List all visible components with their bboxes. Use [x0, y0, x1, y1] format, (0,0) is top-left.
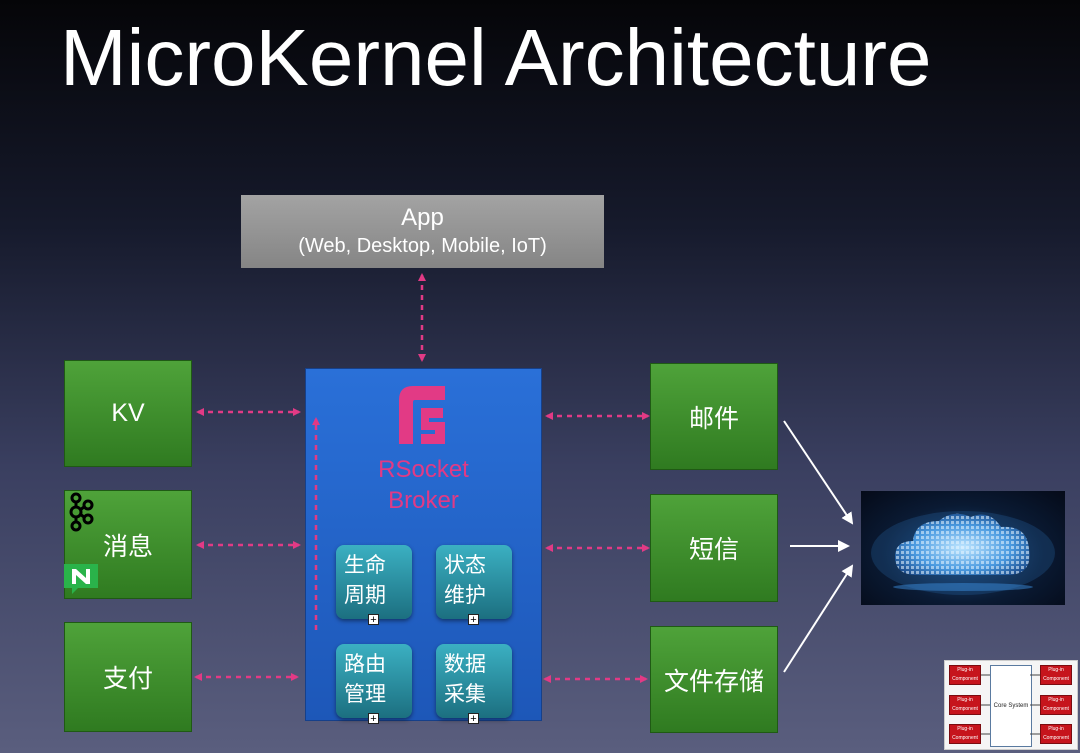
module-lifecycle[interactable]: 生命 周期 + [336, 545, 412, 626]
payment-service-label: 支付 [102, 665, 153, 693]
page-title: MicroKernel Architecture [60, 13, 932, 102]
kafka-icon [69, 492, 94, 532]
cloud-icon [871, 511, 1055, 595]
sms-service-box[interactable]: 短信 [650, 494, 778, 602]
email-service-label: 邮件 [688, 404, 739, 433]
plugin-component-thumb: Plug-in Component [1040, 724, 1072, 744]
payment-service-box[interactable]: 支付 [64, 622, 192, 732]
expand-icon[interactable]: + [368, 713, 379, 725]
module-routing-line1: 路由 [344, 653, 386, 676]
sms-service-label: 短信 [688, 536, 739, 564]
file-storage-service-box[interactable]: 文件存储 [650, 626, 778, 733]
message-service-label: 消息 [102, 532, 153, 561]
nats-icon [64, 564, 98, 594]
module-data-collection-line2: 采集 [444, 683, 486, 706]
rsocket-broker-box[interactable]: RSocket Broker 生命 周期 + 状态 维护 + 路由 管理 + 数… [305, 368, 542, 725]
module-state[interactable]: 状态 维护 + [436, 545, 512, 626]
message-service-box[interactable]: 消息 [64, 490, 192, 599]
core-system-thumb: Core System [990, 665, 1032, 747]
expand-icon[interactable]: + [468, 713, 479, 725]
module-state-line2: 维护 [444, 584, 486, 607]
cloud-image [861, 491, 1065, 605]
module-lifecycle-line1: 生命 [344, 554, 386, 577]
app-platforms-label: (Web, Desktop, Mobile, IoT) [298, 234, 547, 257]
kv-service-box[interactable]: KV [64, 360, 192, 467]
expand-icon[interactable]: + [368, 614, 379, 626]
module-routing-line2: 管理 [344, 683, 386, 706]
app-label: App [401, 203, 444, 231]
email-service-box[interactable]: 邮件 [650, 363, 778, 470]
plugin-component-thumb: Plug-in Component [1040, 665, 1072, 685]
module-data-collection-line1: 数据 [444, 653, 486, 676]
app-box[interactable]: App (Web, Desktop, Mobile, IoT) [241, 195, 604, 268]
module-data-collection[interactable]: 数据 采集 + [436, 644, 512, 725]
file-storage-service-label: 文件存储 [663, 667, 764, 696]
microkernel-thumbnail: Plug-in Component Plug-in Component Plug… [944, 660, 1078, 750]
broker-name-line2: Broker [388, 487, 459, 514]
thumbnail-connectors [981, 674, 1040, 735]
module-state-line1: 状态 [444, 554, 486, 577]
kv-service-label: KV [111, 399, 145, 427]
plugin-component-thumb: Plug-in Component [949, 724, 981, 744]
file-storage-cloud-arrow [783, 564, 854, 673]
email-cloud-arrow [783, 420, 854, 525]
module-lifecycle-line2: 周期 [344, 584, 386, 607]
broker-name-line1: RSocket [378, 456, 469, 483]
expand-icon[interactable]: + [468, 614, 479, 626]
plugin-component-thumb: Plug-in Component [1040, 695, 1072, 715]
rsocket-logo-icon [399, 386, 445, 444]
module-routing[interactable]: 路由 管理 + [336, 644, 412, 725]
plugin-component-thumb: Plug-in Component [949, 695, 981, 715]
plugin-component-thumb: Plug-in Component [949, 665, 981, 685]
